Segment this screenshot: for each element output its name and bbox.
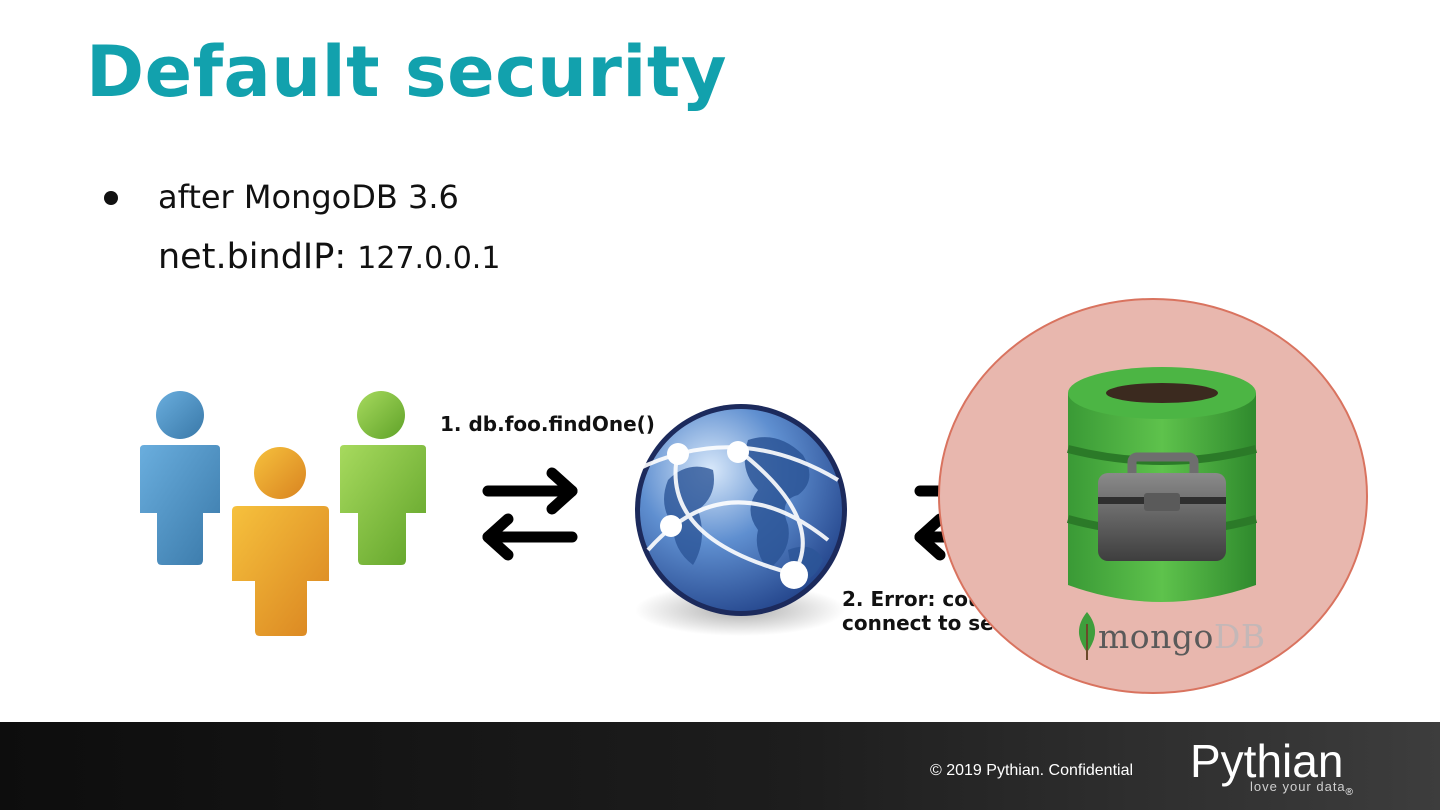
toolbox-icon — [1098, 452, 1226, 561]
copyright-text: © 2019 Pythian. Confidential — [930, 762, 1134, 779]
bind-ip-separator: : — [334, 237, 347, 277]
pythian-logo: Pythian® — [1190, 735, 1353, 798]
user-orange-icon — [232, 447, 329, 636]
mongodb-logo: mongoDB — [1076, 612, 1266, 660]
slide-title: Default security — [86, 31, 728, 113]
swap-arrows-icon — [482, 467, 578, 561]
pythian-tagline: love your data — [1250, 779, 1346, 794]
server-circle — [938, 298, 1368, 694]
bind-ip-key: net.bindIP — [158, 237, 335, 277]
user-green-icon — [340, 391, 426, 565]
leaf-icon — [1078, 612, 1096, 660]
globe-icon — [635, 404, 847, 636]
bind-ip-value: 127.0.0.1 — [357, 241, 501, 276]
request-label: 1. db.foo.findOne() — [440, 412, 655, 436]
bind-ip-line: net.bindIP: 127.0.0.1 — [158, 236, 500, 278]
users-icon — [140, 391, 426, 636]
bullet-text: after MongoDB 3.6 — [158, 178, 459, 216]
mongodb-wordmark: mongoDB — [1098, 616, 1266, 656]
bullet-dot — [104, 191, 118, 205]
footer-bar: © 2019 Pythian. Confidential Pythian® lo… — [0, 722, 1440, 810]
user-blue-icon — [140, 391, 220, 565]
